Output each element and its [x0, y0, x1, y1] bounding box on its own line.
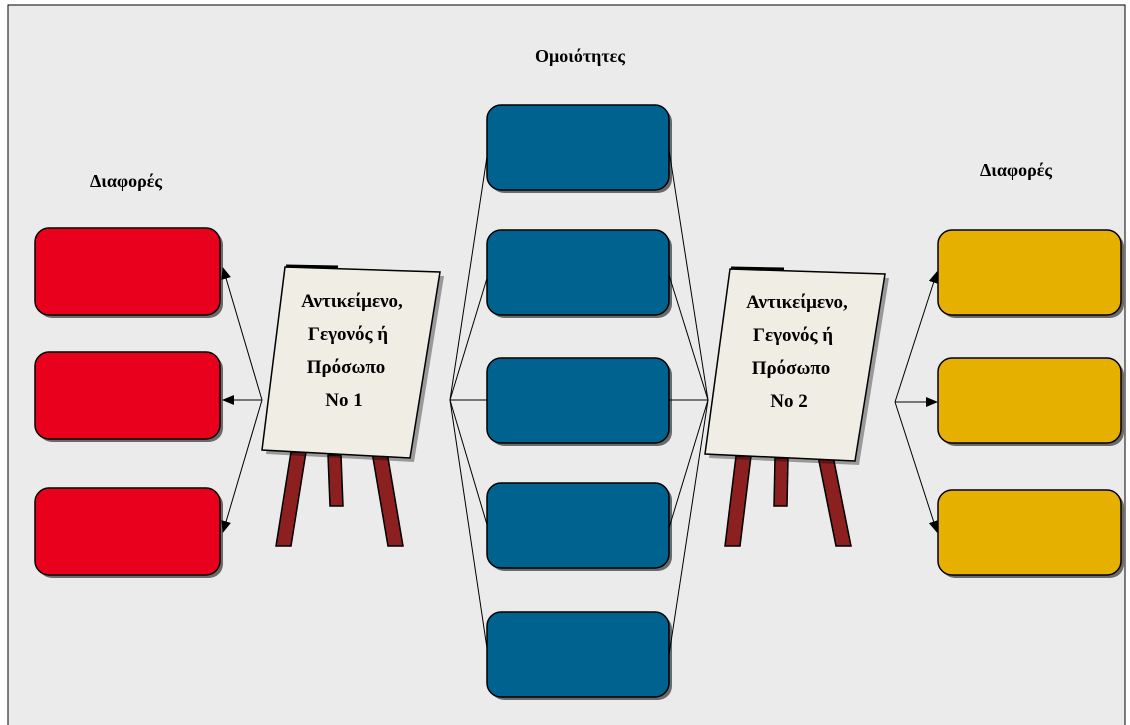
similarity-box-3 — [486, 357, 670, 444]
differences-right-heading: Διαφορές — [980, 160, 1052, 180]
easel-1-leg-middle — [327, 454, 344, 507]
easel-2-board — [704, 268, 886, 462]
easel-2-line-4: Νο 2 — [770, 391, 807, 412]
difference-box-left-3 — [34, 487, 221, 576]
easel-1-line-1: Αντικείμενο, — [301, 291, 403, 312]
easel-1: Αντικείμενο, Γεγονός ή Πρόσωπο Νο 1 — [261, 264, 444, 547]
easel-2-board-clip — [730, 266, 785, 271]
connector-left-3 — [221, 399, 263, 533]
similarity-boxes — [486, 104, 672, 700]
similarity-box-5 — [486, 611, 670, 698]
connector-sim-right-4 — [668, 399, 709, 529]
easel-2-line-3: Πρόσωπο — [752, 358, 831, 379]
connector-right-3 — [894, 401, 939, 533]
difference-box-right-3 — [937, 489, 1122, 576]
differences-left-heading: Διαφορές — [90, 171, 162, 191]
similarity-box-1 — [486, 104, 670, 191]
right-difference-boxes — [937, 229, 1124, 578]
easel-1-line-3: Πρόσωπο — [307, 357, 386, 378]
difference-box-left-1 — [34, 227, 221, 316]
easel-1-line-2: Γεγονός ή — [308, 324, 388, 345]
connector-left-1 — [221, 267, 263, 401]
connector-sim-left-5 — [449, 399, 489, 656]
easel-1-line-4: Νο 1 — [325, 390, 362, 411]
difference-box-left-2 — [34, 351, 221, 440]
right-difference-connectors — [894, 271, 939, 533]
easel-2-leg-middle — [773, 457, 789, 507]
easel-1-board-clip — [285, 264, 339, 269]
difference-box-right-1 — [937, 229, 1122, 316]
similarity-box-4 — [486, 482, 670, 569]
left-difference-connectors — [221, 267, 263, 533]
similarity-box-2 — [486, 229, 670, 316]
difference-box-right-2 — [937, 357, 1122, 444]
easel-2-line-2: Γεγονός ή — [753, 325, 833, 346]
easel-1-board — [261, 266, 441, 459]
similarity-connectors-left — [449, 149, 489, 656]
easel-2: Αντικείμενο, Γεγονός ή Πρόσωπο Νο 2 — [704, 266, 889, 547]
connector-sim-right-2 — [668, 274, 709, 401]
connector-sim-left-4 — [449, 399, 489, 529]
connector-sim-right-1 — [668, 149, 709, 401]
similarities-heading: Ομοιότητες — [535, 46, 625, 66]
connector-sim-left-1 — [449, 149, 489, 401]
left-difference-boxes — [34, 227, 223, 578]
connector-sim-left-2 — [449, 274, 489, 401]
similarity-connectors-right — [668, 149, 709, 656]
easel-1-legs — [275, 451, 404, 547]
easel-2-line-1: Αντικείμενο, — [746, 292, 848, 313]
connector-sim-right-5 — [668, 399, 709, 656]
connector-right-1 — [894, 271, 939, 403]
